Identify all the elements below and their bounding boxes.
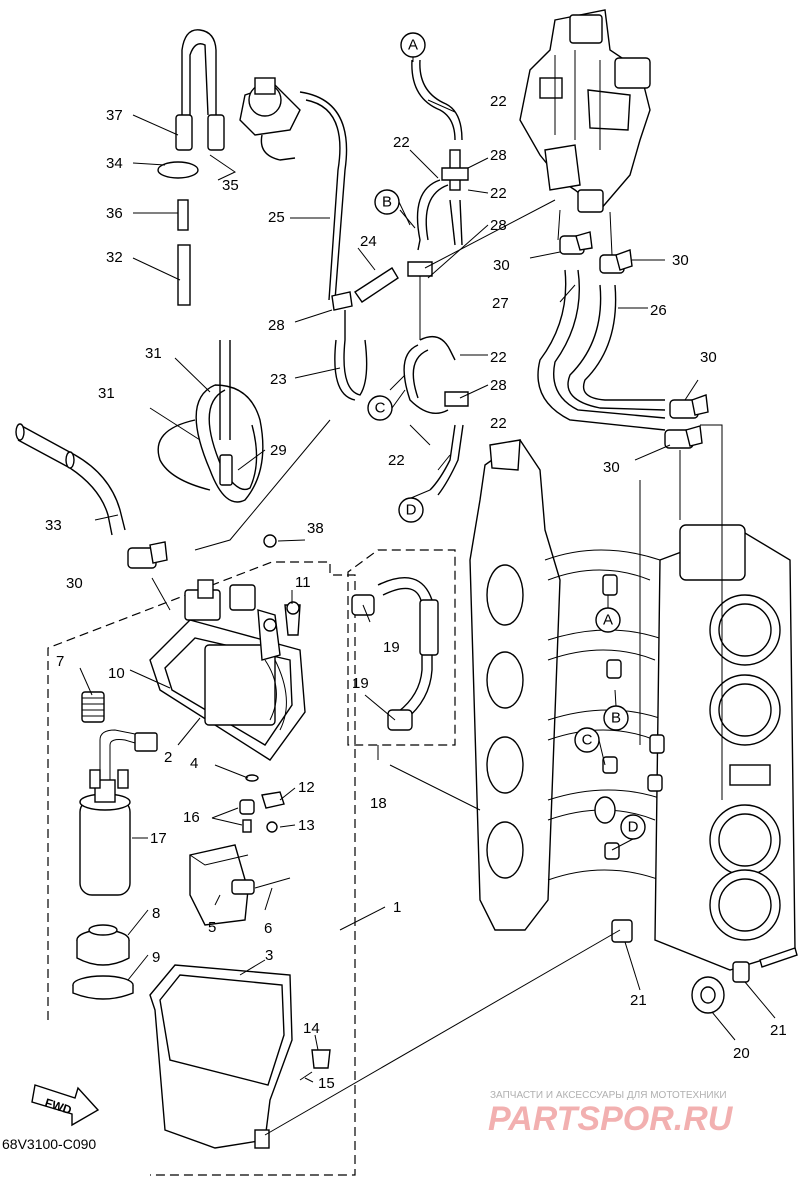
part-label: 13 bbox=[298, 817, 315, 834]
part-label: 22 bbox=[388, 452, 405, 469]
part-label: 16 bbox=[183, 809, 200, 826]
part-label: 24 bbox=[360, 233, 377, 250]
clips-30-upper bbox=[559, 231, 633, 274]
filter-element bbox=[76, 924, 130, 966]
part-label: 22 bbox=[490, 93, 507, 110]
part-label: 22 bbox=[490, 185, 507, 202]
hose-25 bbox=[299, 91, 348, 301]
connector-label: A bbox=[408, 37, 418, 54]
throttle-body-assembly bbox=[519, 9, 651, 213]
hose-connector-c bbox=[403, 336, 469, 414]
part-label: 38 bbox=[307, 520, 324, 537]
part-label: 32 bbox=[106, 249, 123, 266]
part-label: 20 bbox=[733, 1045, 750, 1062]
watermark-top: ЗАПЧАСТИ И АКСЕССУАРЫ ДЛЯ МОТОТЕХНИКИ bbox=[490, 1090, 727, 1101]
connector-label: B bbox=[382, 194, 392, 211]
vapor-separator-assembly bbox=[149, 579, 306, 761]
part-label: 3 bbox=[265, 947, 273, 964]
float-chamber bbox=[149, 964, 293, 1149]
part-label: 28 bbox=[490, 147, 507, 164]
fwd-arrow: FWD bbox=[31, 1084, 100, 1127]
connector-label: C bbox=[375, 400, 386, 417]
connector-label: A bbox=[603, 612, 613, 629]
part-label: 4 bbox=[190, 755, 198, 772]
grommets-20-21 bbox=[611, 919, 798, 1014]
hose-connector-a bbox=[411, 59, 469, 191]
hose-33 bbox=[15, 423, 126, 536]
bracket bbox=[189, 844, 255, 926]
hoses-26-27 bbox=[537, 269, 666, 431]
part-label: 25 bbox=[268, 209, 285, 226]
part-label: 30 bbox=[603, 459, 620, 476]
part-label: 21 bbox=[770, 1022, 787, 1039]
part-label: 19 bbox=[352, 675, 369, 692]
part-label: 10 bbox=[108, 665, 125, 682]
part-label: 30 bbox=[700, 349, 717, 366]
assembly-1-boundary bbox=[47, 561, 356, 1176]
fuel-pump bbox=[79, 729, 158, 896]
pressure-regulator bbox=[239, 77, 301, 161]
intake-manifold bbox=[469, 439, 666, 931]
part-label: 30 bbox=[672, 252, 689, 269]
part-label: 18 bbox=[370, 795, 387, 812]
part-label: 26 bbox=[650, 302, 667, 319]
clips-30-lower bbox=[664, 394, 709, 449]
small-fasteners bbox=[239, 534, 331, 1081]
part-label: 5 bbox=[208, 919, 216, 936]
leader-lines bbox=[79, 99, 776, 1136]
part-label: 7 bbox=[56, 653, 64, 670]
part-label: 34 bbox=[106, 155, 123, 172]
clip-30-left bbox=[127, 541, 168, 569]
part-label: 33 bbox=[45, 517, 62, 534]
hose-connector-b bbox=[407, 179, 463, 340]
throttle-bodies bbox=[654, 524, 796, 971]
part-label: 22 bbox=[490, 415, 507, 432]
connector-markers: A B C D A B C D bbox=[367, 32, 646, 851]
watermark-logo: PARTSPOR.RU bbox=[488, 1100, 734, 1138]
part-label: 12 bbox=[298, 779, 315, 796]
part-label: 31 bbox=[98, 385, 115, 402]
part-label: 28 bbox=[490, 377, 507, 394]
part-label: 15 bbox=[318, 1075, 335, 1092]
connector-label: D bbox=[406, 502, 417, 519]
hose-connector-d bbox=[429, 424, 464, 496]
part-label: 2 bbox=[164, 749, 172, 766]
clamp-ring bbox=[72, 975, 134, 1000]
part-label: 30 bbox=[66, 575, 83, 592]
part-label: 11 bbox=[295, 574, 311, 591]
part-label: 8 bbox=[152, 905, 160, 922]
part-label: 19 bbox=[383, 639, 400, 656]
part-label: 28 bbox=[490, 217, 507, 234]
part-label: 31 bbox=[145, 345, 162, 362]
part-label: 36 bbox=[106, 205, 123, 222]
hose-24-joint bbox=[331, 267, 399, 401]
connector-label: C bbox=[582, 732, 593, 749]
part-label: 37 bbox=[106, 107, 123, 124]
part-label: 27 bbox=[492, 295, 509, 312]
part-label: 23 bbox=[270, 371, 287, 388]
connector-label: B bbox=[611, 710, 621, 727]
hose-loop-top bbox=[157, 29, 225, 306]
part-label: 35 bbox=[222, 177, 239, 194]
spring bbox=[81, 691, 105, 723]
part-number-labels: 1 2 3 4 5 6 7 8 9 10 11 12 13 14 15 16 1… bbox=[45, 93, 787, 1092]
part-label: 29 bbox=[270, 442, 287, 459]
part-label: 22 bbox=[490, 349, 507, 366]
part-label: 30 bbox=[493, 257, 510, 274]
diagram-code: 68V3100-C090 bbox=[2, 1136, 96, 1152]
part-label: 17 bbox=[150, 830, 167, 847]
connector-label: D bbox=[628, 819, 639, 836]
part-label: 9 bbox=[152, 949, 160, 966]
hose-18-parts bbox=[351, 577, 439, 731]
part-label: 21 bbox=[630, 992, 647, 1009]
assembly-18-boundary bbox=[347, 549, 456, 746]
part-label: 1 bbox=[393, 899, 401, 916]
manifold-fittings bbox=[594, 574, 665, 860]
hose-31-loops bbox=[157, 340, 264, 503]
part-label: 14 bbox=[303, 1020, 320, 1037]
part-label: 6 bbox=[264, 920, 272, 937]
part-label: 28 bbox=[268, 317, 285, 334]
part-label: 22 bbox=[393, 134, 410, 151]
